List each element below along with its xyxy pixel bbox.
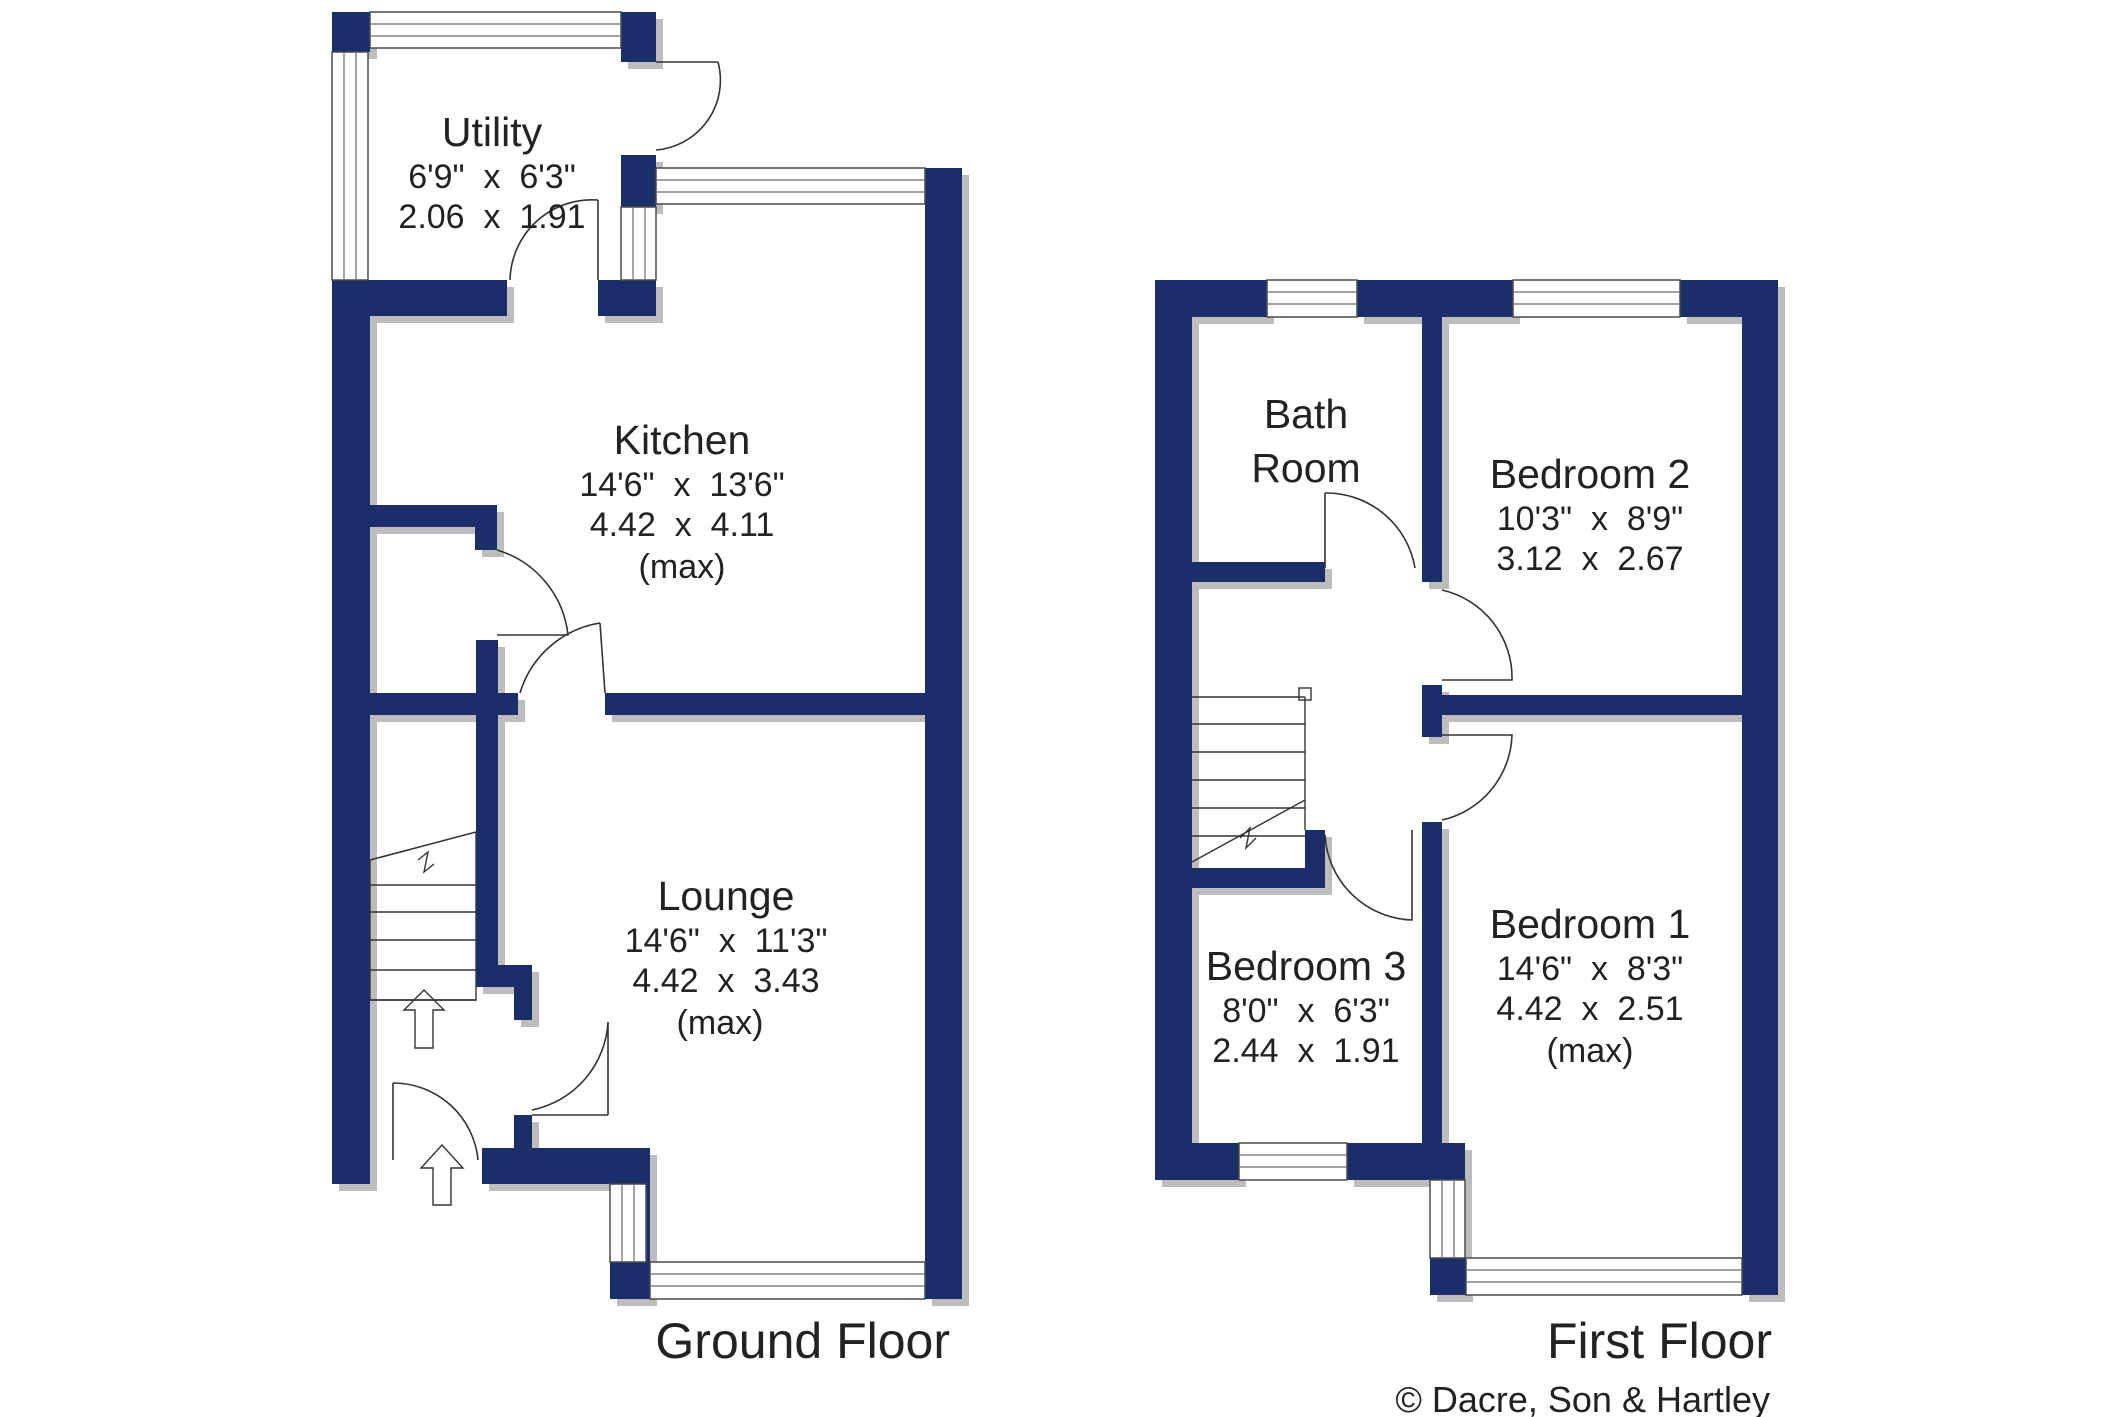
door-swing bbox=[655, 61, 722, 151]
wall bbox=[1192, 562, 1325, 582]
room-name: Utility bbox=[442, 109, 543, 155]
room-label-kitchen: Kitchen 14'6" x 13'6" 4.42 x 4.11 (max) bbox=[579, 417, 784, 586]
wall bbox=[621, 12, 656, 62]
room-dims-imperial: 14'6" x 11'3" bbox=[625, 922, 828, 960]
window bbox=[1512, 279, 1681, 318]
wall bbox=[598, 280, 656, 316]
window bbox=[1238, 1142, 1348, 1181]
window bbox=[620, 206, 657, 281]
ground-floor-plan: Utility 6'9" x 6'3" 2.06 x 1.91 Kitchen … bbox=[331, 11, 962, 1369]
room-label-lounge: Lounge 14'6" x 11'3" 4.42 x 3.43 (max) bbox=[625, 873, 828, 1042]
room-dims-note: (max) bbox=[1547, 1032, 1634, 1070]
room-dims-note: (max) bbox=[677, 1004, 764, 1042]
room-name: Bedroom 1 bbox=[1490, 901, 1691, 947]
wall bbox=[621, 155, 656, 207]
wall bbox=[925, 168, 962, 1299]
door-swing bbox=[1324, 492, 1416, 569]
first-floor-stairs bbox=[1191, 687, 1312, 863]
room-dims-metric: 4.42 x 3.43 bbox=[632, 962, 819, 1000]
room-dims-metric: 2.44 x 1.91 bbox=[1212, 1032, 1399, 1070]
door-swing bbox=[519, 622, 606, 694]
room-name-line1: Bath bbox=[1264, 391, 1348, 437]
wall bbox=[1430, 695, 1742, 715]
window bbox=[1465, 1257, 1743, 1296]
room-name-line2: Room bbox=[1251, 445, 1360, 491]
room-dims-note: (max) bbox=[639, 548, 726, 586]
room-dims-metric: 4.42 x 2.51 bbox=[1496, 990, 1683, 1028]
room-label-utility: Utility 6'9" x 6'3" 2.06 x 1.91 bbox=[398, 109, 585, 236]
room-dims-imperial: 14'6" x 13'6" bbox=[579, 466, 784, 504]
wall bbox=[476, 640, 498, 985]
room-label-bedroom-3: Bedroom 3 8'0" x 6'3" 2.44 x 1.91 bbox=[1206, 943, 1407, 1070]
room-dims-imperial: 8'0" x 6'3" bbox=[1222, 992, 1390, 1030]
ground-floor-walls bbox=[332, 12, 962, 1299]
wall bbox=[514, 965, 532, 1020]
door-swing bbox=[1441, 734, 1513, 821]
room-dims-imperial: 10'3" x 8'9" bbox=[1497, 500, 1683, 538]
wall bbox=[605, 693, 925, 715]
ground-floor-windows bbox=[331, 11, 926, 1300]
door-swing bbox=[509, 198, 599, 281]
copyright-text: © Dacre, Son & Hartley bbox=[1395, 1379, 1770, 1417]
wall bbox=[1155, 1143, 1239, 1180]
wall bbox=[332, 12, 370, 52]
first-floor-plan: Bath Room Bedroom 2 10'3" x 8'9" 3.12 x … bbox=[1155, 279, 1778, 1369]
room-dims-metric: 3.12 x 2.67 bbox=[1496, 540, 1683, 578]
window bbox=[655, 167, 926, 205]
window bbox=[609, 1183, 647, 1263]
first-floor-windows bbox=[1238, 279, 1743, 1296]
wall bbox=[1305, 830, 1325, 888]
room-name: Bedroom 2 bbox=[1490, 451, 1691, 497]
room-dims-metric: 4.42 x 4.11 bbox=[590, 506, 775, 544]
wall bbox=[1742, 280, 1778, 1295]
room-label-bathroom: Bath Room bbox=[1251, 391, 1360, 491]
wall bbox=[370, 505, 497, 527]
window bbox=[1266, 279, 1358, 318]
wall bbox=[332, 280, 370, 1184]
wall bbox=[1422, 317, 1442, 582]
wall bbox=[514, 1115, 532, 1150]
door-swing bbox=[392, 1082, 479, 1161]
room-name: Kitchen bbox=[614, 417, 751, 463]
room-dims-metric: 2.06 x 1.91 bbox=[398, 198, 585, 236]
room-label-bedroom-2: Bedroom 2 10'3" x 8'9" 3.12 x 2.67 bbox=[1490, 451, 1691, 578]
ground-floor-doors bbox=[392, 61, 722, 1161]
room-dims-imperial: 6'9" x 6'3" bbox=[408, 158, 576, 196]
first-floor-walls bbox=[1155, 280, 1778, 1295]
entrance-arrow-icon bbox=[419, 1143, 465, 1206]
door-swing bbox=[496, 549, 569, 636]
ground-floor-label: Ground Floor bbox=[655, 1313, 950, 1369]
window bbox=[369, 11, 622, 49]
door-swing bbox=[1324, 830, 1413, 921]
window bbox=[649, 1261, 926, 1300]
stair-up-arrow-icon bbox=[402, 989, 446, 1049]
ground-floor-stairs bbox=[369, 831, 477, 1001]
room-label-bedroom-1: Bedroom 1 14'6" x 8'3" 4.42 x 2.51 (max) bbox=[1490, 901, 1691, 1070]
wall bbox=[1192, 868, 1325, 888]
wall bbox=[1357, 280, 1513, 317]
first-floor-doors bbox=[1324, 492, 1513, 921]
room-dims-imperial: 14'6" x 8'3" bbox=[1497, 950, 1683, 988]
wall bbox=[475, 505, 497, 550]
window bbox=[331, 51, 369, 281]
wall bbox=[1155, 280, 1192, 1180]
room-name: Lounge bbox=[658, 873, 795, 919]
first-floor-label: First Floor bbox=[1547, 1313, 1772, 1369]
door-swing bbox=[531, 1021, 609, 1116]
wall bbox=[1422, 822, 1442, 1143]
room-name: Bedroom 3 bbox=[1206, 943, 1407, 989]
door-swing bbox=[1441, 589, 1513, 681]
window bbox=[1429, 1179, 1466, 1259]
